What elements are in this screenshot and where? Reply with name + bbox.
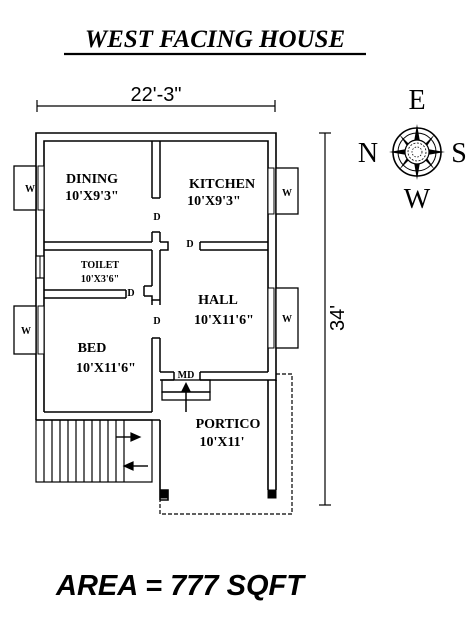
compass-east: E	[408, 85, 425, 116]
window-hall: W	[267, 287, 299, 349]
window-mark-bed: W	[21, 326, 31, 337]
compass-west: W	[404, 184, 431, 215]
compass-rose: E N S W	[358, 85, 467, 215]
window-dining: W	[13, 165, 45, 211]
window-mark-dining: W	[25, 184, 35, 195]
depth-dimension: 34'	[319, 132, 349, 506]
plan-title: WEST FACING HOUSE	[85, 26, 345, 53]
room-dining-name: DINING	[66, 172, 118, 187]
staircase	[35, 419, 153, 483]
room-toilet-name: TOILET	[81, 260, 119, 271]
door-mark-dining-kitchen: D	[153, 212, 160, 223]
room-kitchen-size: 10'X9'3"	[187, 194, 241, 209]
room-portico-size: 10'X11'	[199, 435, 244, 450]
portico-outline	[159, 373, 293, 515]
window-toilet	[35, 255, 45, 279]
room-hall-name: HALL	[198, 293, 238, 308]
window-kitchen: W	[267, 167, 299, 215]
room-kitchen-name: KITCHEN	[189, 177, 255, 192]
compass-south: S	[451, 138, 467, 169]
area-label: AREA = 777 SQFT	[55, 570, 306, 602]
room-toilet-size: 10'X3'6"	[81, 274, 119, 285]
room-hall-size: 10'X11'6"	[194, 313, 254, 328]
window-mark-kitchen: W	[282, 188, 292, 199]
interior-walls	[44, 141, 276, 412]
window-mark-hall: W	[282, 314, 292, 325]
main-door-arrow	[181, 382, 191, 412]
room-bed-size: 10'X11'6"	[76, 361, 136, 376]
door-mark-bed: D	[153, 316, 160, 327]
width-dimension: 22'-3"	[36, 84, 276, 112]
main-door-mark: MD	[178, 370, 195, 381]
compass-north: N	[358, 138, 378, 169]
width-label: 22'-3"	[131, 84, 182, 106]
door-mark-toilet: D	[127, 288, 134, 299]
room-bed-name: BED	[78, 341, 107, 356]
door-mark-kitchen: D	[186, 239, 193, 250]
depth-label: 34'	[327, 305, 349, 331]
room-portico-name: PORTICO	[196, 417, 261, 432]
room-dining-size: 10'X9'3"	[65, 189, 119, 204]
window-bed: W	[13, 305, 45, 355]
